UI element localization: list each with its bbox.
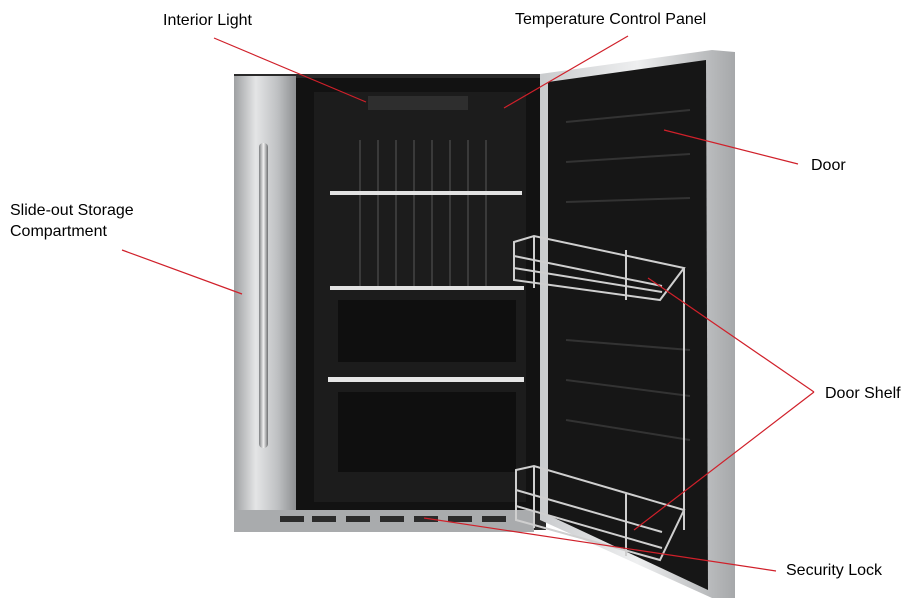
label-temperature-control-panel: Temperature Control Panel	[515, 11, 707, 28]
leader-temperature-panel	[503, 35, 629, 109]
leader-slide-out-storage	[121, 249, 243, 295]
label-door: Door	[811, 157, 846, 174]
door-shelf-lower	[515, 464, 686, 562]
leader-door-shelf-lower	[633, 391, 815, 531]
label-slide-out-storage-line1: Slide-out Storage	[10, 202, 134, 219]
interior-light-fixture	[368, 96, 468, 110]
open-door	[540, 50, 735, 598]
leader-lines	[121, 35, 815, 572]
door-shelf-upper	[513, 234, 686, 530]
leader-door	[663, 129, 799, 165]
leader-door-shelf-upper	[647, 277, 815, 393]
leader-interior-light	[213, 37, 367, 103]
interior	[296, 78, 542, 510]
label-security-lock: Security Lock	[786, 562, 883, 579]
interior-shelves	[328, 191, 524, 382]
door-handle	[259, 143, 268, 448]
label-slide-out-storage-line2: Compartment	[10, 223, 107, 240]
label-interior-light: Interior Light	[163, 12, 252, 29]
leader-security-lock	[423, 517, 777, 572]
label-door-shelf: Door Shelf	[825, 385, 901, 402]
vent-grille	[280, 516, 506, 522]
